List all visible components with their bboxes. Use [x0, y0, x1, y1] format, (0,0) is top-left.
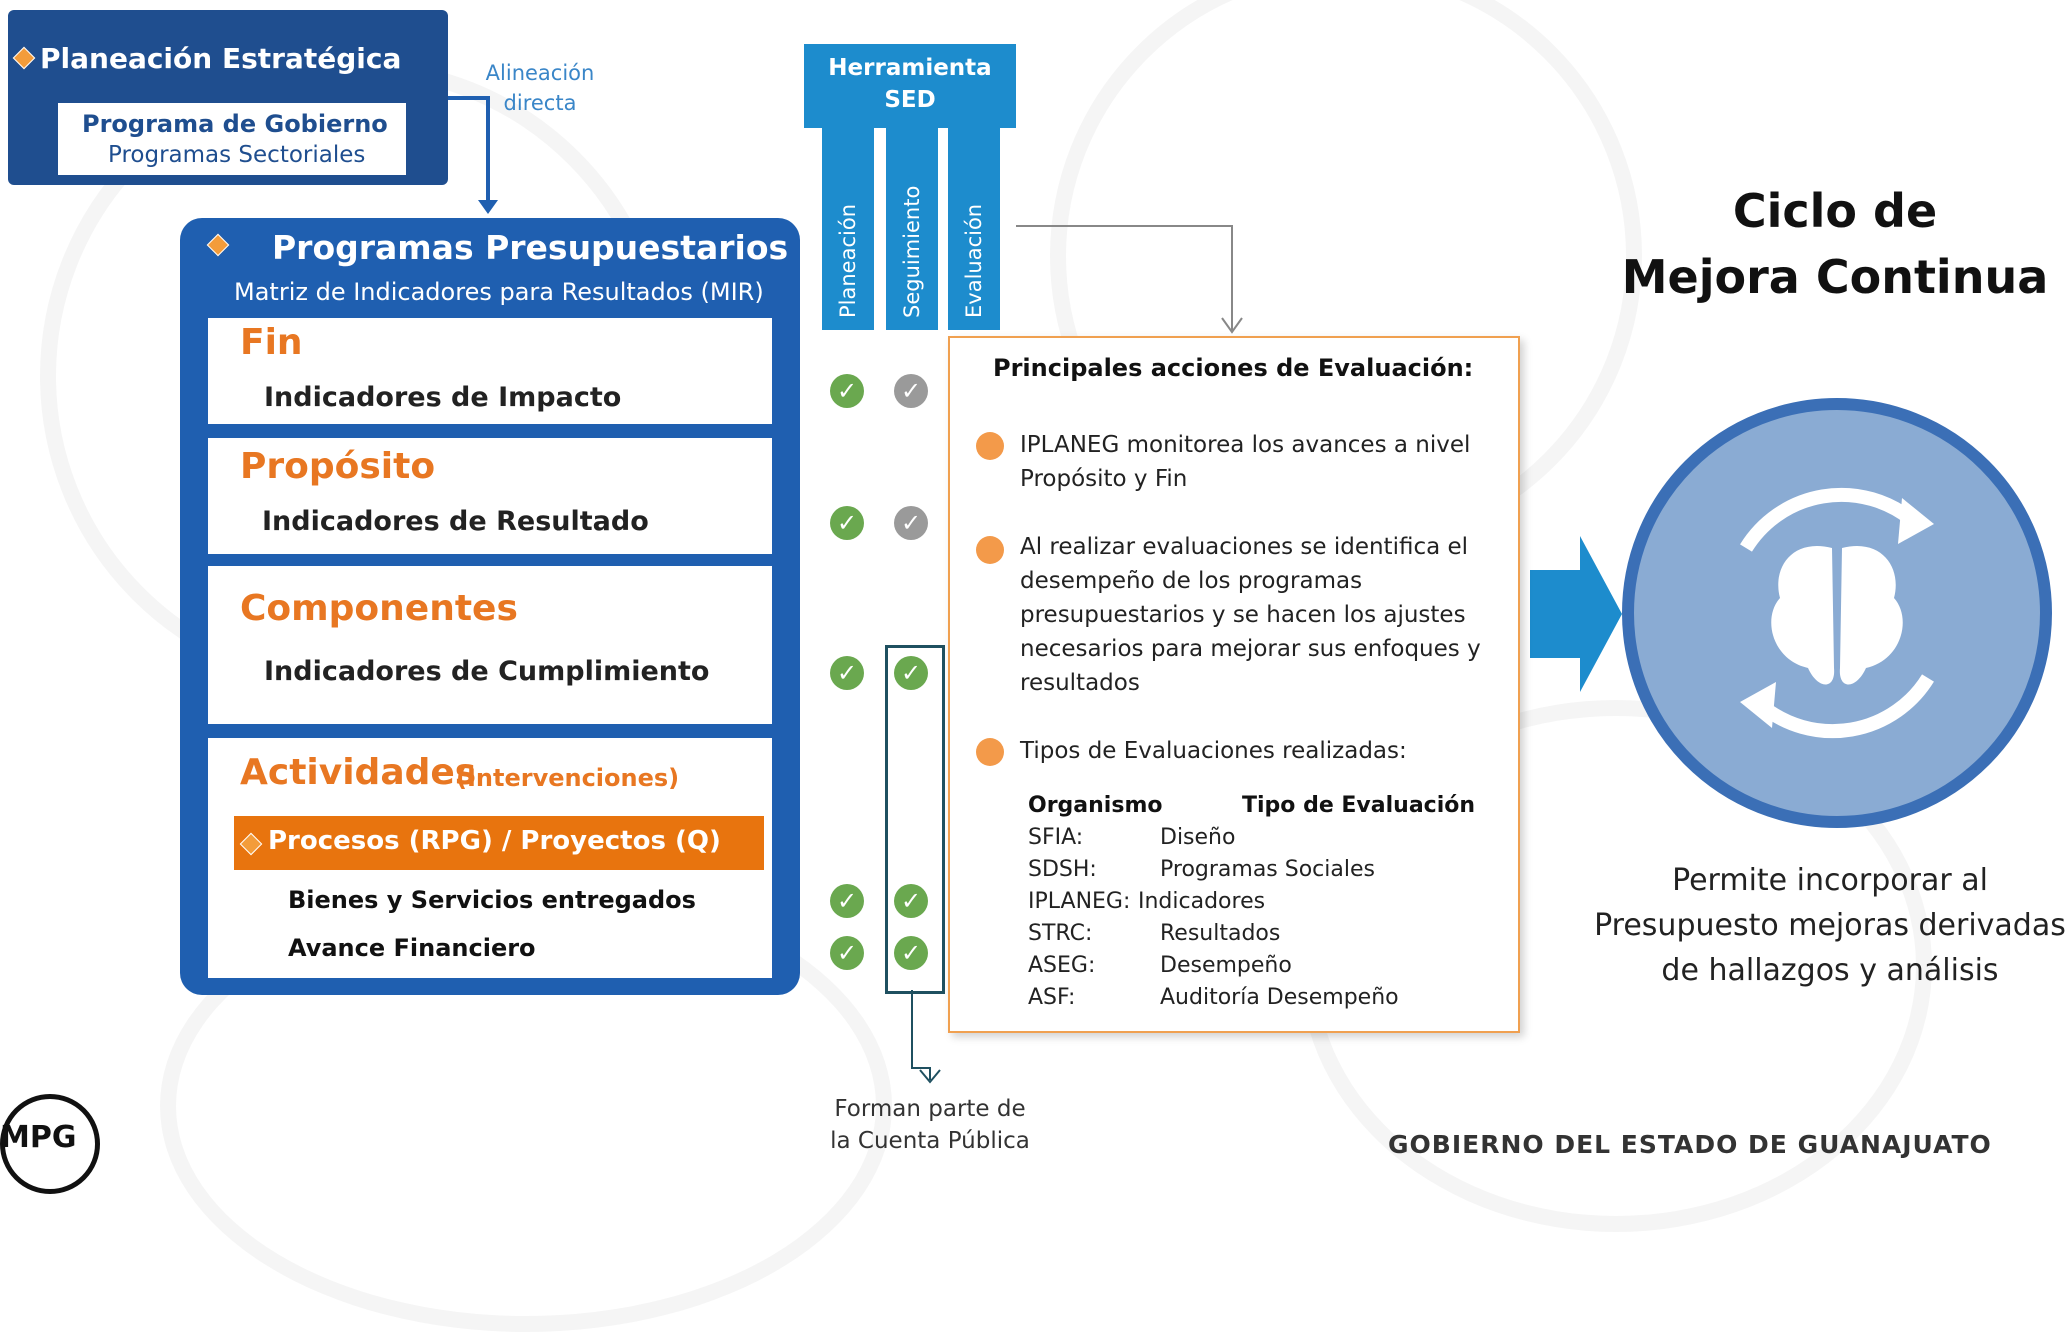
- check-icon: ✓: [894, 374, 928, 408]
- actividades-note: (Intervenciones): [456, 764, 680, 792]
- ciclo-description: Permite incorporar al Presupuesto mejora…: [1594, 863, 2066, 988]
- bienes-label: Bienes y Servicios entregados: [288, 886, 696, 914]
- level-actividades: Actividades: [240, 752, 477, 793]
- sed-column-seguimiento: [886, 128, 938, 330]
- sed-label-seguimiento: Seguimiento: [900, 185, 924, 318]
- table-org: STRC:: [1028, 921, 1093, 946]
- check-icon: ✓: [894, 656, 928, 690]
- table-header-organismo: Organismo: [1028, 793, 1163, 818]
- programa-gobierno-box: [58, 103, 406, 175]
- bullet-icon: [976, 536, 1004, 564]
- table-tipo: Diseño: [1160, 825, 1236, 850]
- mir-subtitle: Matriz de Indicadores para Resultados (M…: [234, 278, 764, 306]
- sed-label-planeacion: Planeación: [836, 203, 860, 318]
- level-fin: Fin: [240, 322, 303, 363]
- check-icon: ✓: [830, 374, 864, 408]
- ciclo-title: Ciclo de Mejora Continua: [1600, 178, 2070, 310]
- check-icon: ✓: [830, 884, 864, 918]
- level-box-proposito: [208, 438, 772, 554]
- connector-lines: [448, 96, 1622, 1084]
- evaluacion-bullet-3: Tipos de Evaluaciones realizadas:: [1020, 738, 1407, 764]
- check-icon: ✓: [894, 506, 928, 540]
- table-org: SDSH:: [1028, 857, 1097, 882]
- avance-label: Avance Financiero: [288, 934, 536, 962]
- ciclo-title-line2: Mejora Continua: [1621, 250, 2049, 304]
- table-tipo: Resultados: [1160, 921, 1281, 946]
- indicator-impacto: Indicadores de Impacto: [264, 382, 622, 413]
- sed-title: Herramienta SED: [828, 55, 992, 113]
- sed-column-planeacion: [822, 128, 874, 330]
- sed-label-evaluacion: Evaluación: [962, 203, 986, 318]
- flow-arrow: [1530, 536, 1622, 692]
- evaluacion-bullet-1: IPLANEG monitorea los avances a nivel Pr…: [1020, 432, 1471, 492]
- gobierno-footer: GOBIERNO DEL ESTADO DE GUANAJUATO: [1388, 1130, 1992, 1159]
- procesos-bar: [234, 816, 764, 870]
- sed-column-evaluacion: [948, 128, 1000, 330]
- brain-cycle-icon: [1740, 487, 1934, 739]
- table-header-tipo: Tipo de Evaluación: [1242, 793, 1476, 818]
- check-icon: ✓: [830, 936, 864, 970]
- programas-title: Programas Presupuestarios: [272, 228, 789, 267]
- alineacion-label: Alineación directa: [485, 61, 595, 115]
- level-box-fin: [208, 318, 772, 424]
- table-org: ASF:: [1028, 985, 1076, 1010]
- table-tipo: Desempeño: [1160, 953, 1292, 978]
- table-org: SFIA:: [1028, 825, 1084, 850]
- check-icon: ✓: [830, 506, 864, 540]
- evaluacion-title: Principales acciones de Evaluación:: [993, 354, 1474, 382]
- evaluacion-panel: [948, 336, 1520, 1033]
- cuenta-publica-frame: [885, 645, 945, 994]
- check-icon: ✓: [830, 656, 864, 690]
- table-tipo: Auditoría Desempeño: [1160, 985, 1399, 1010]
- evaluacion-bullet-2: Al realizar evaluaciones se identifica e…: [1020, 534, 1481, 696]
- procesos-label: Procesos (RPG) / Proyectos (Q): [268, 826, 721, 856]
- indicator-cumplimiento: Indicadores de Cumplimiento: [264, 656, 710, 687]
- programas-sectoriales-label: Programas Sectoriales: [108, 142, 366, 168]
- level-componentes: Componentes: [240, 588, 518, 629]
- forman-label: Forman parte de la Cuenta Pública: [830, 1096, 1030, 1154]
- bullet-icon: [976, 738, 1004, 766]
- table-org: ASEG:: [1028, 953, 1096, 978]
- sed-header: [804, 44, 1016, 128]
- programa-gobierno-label: Programa de Gobierno: [82, 110, 388, 138]
- check-icon: ✓: [894, 936, 928, 970]
- table-tipo: Indicadores: [1138, 889, 1266, 914]
- indicator-resultado: Indicadores de Resultado: [262, 506, 649, 537]
- bullet-icon: [976, 432, 1004, 460]
- ciclo-title-line1: Ciclo de: [1732, 184, 1938, 238]
- level-box-componentes: [208, 566, 772, 724]
- mpg-logo-text: MPG: [0, 1120, 77, 1155]
- check-icon: ✓: [894, 884, 928, 918]
- level-proposito: Propósito: [240, 446, 436, 487]
- table-tipo: Programas Sociales: [1160, 857, 1375, 882]
- table-org: IPLANEG:: [1028, 889, 1131, 914]
- planeacion-title: Planeación Estratégica: [40, 42, 402, 75]
